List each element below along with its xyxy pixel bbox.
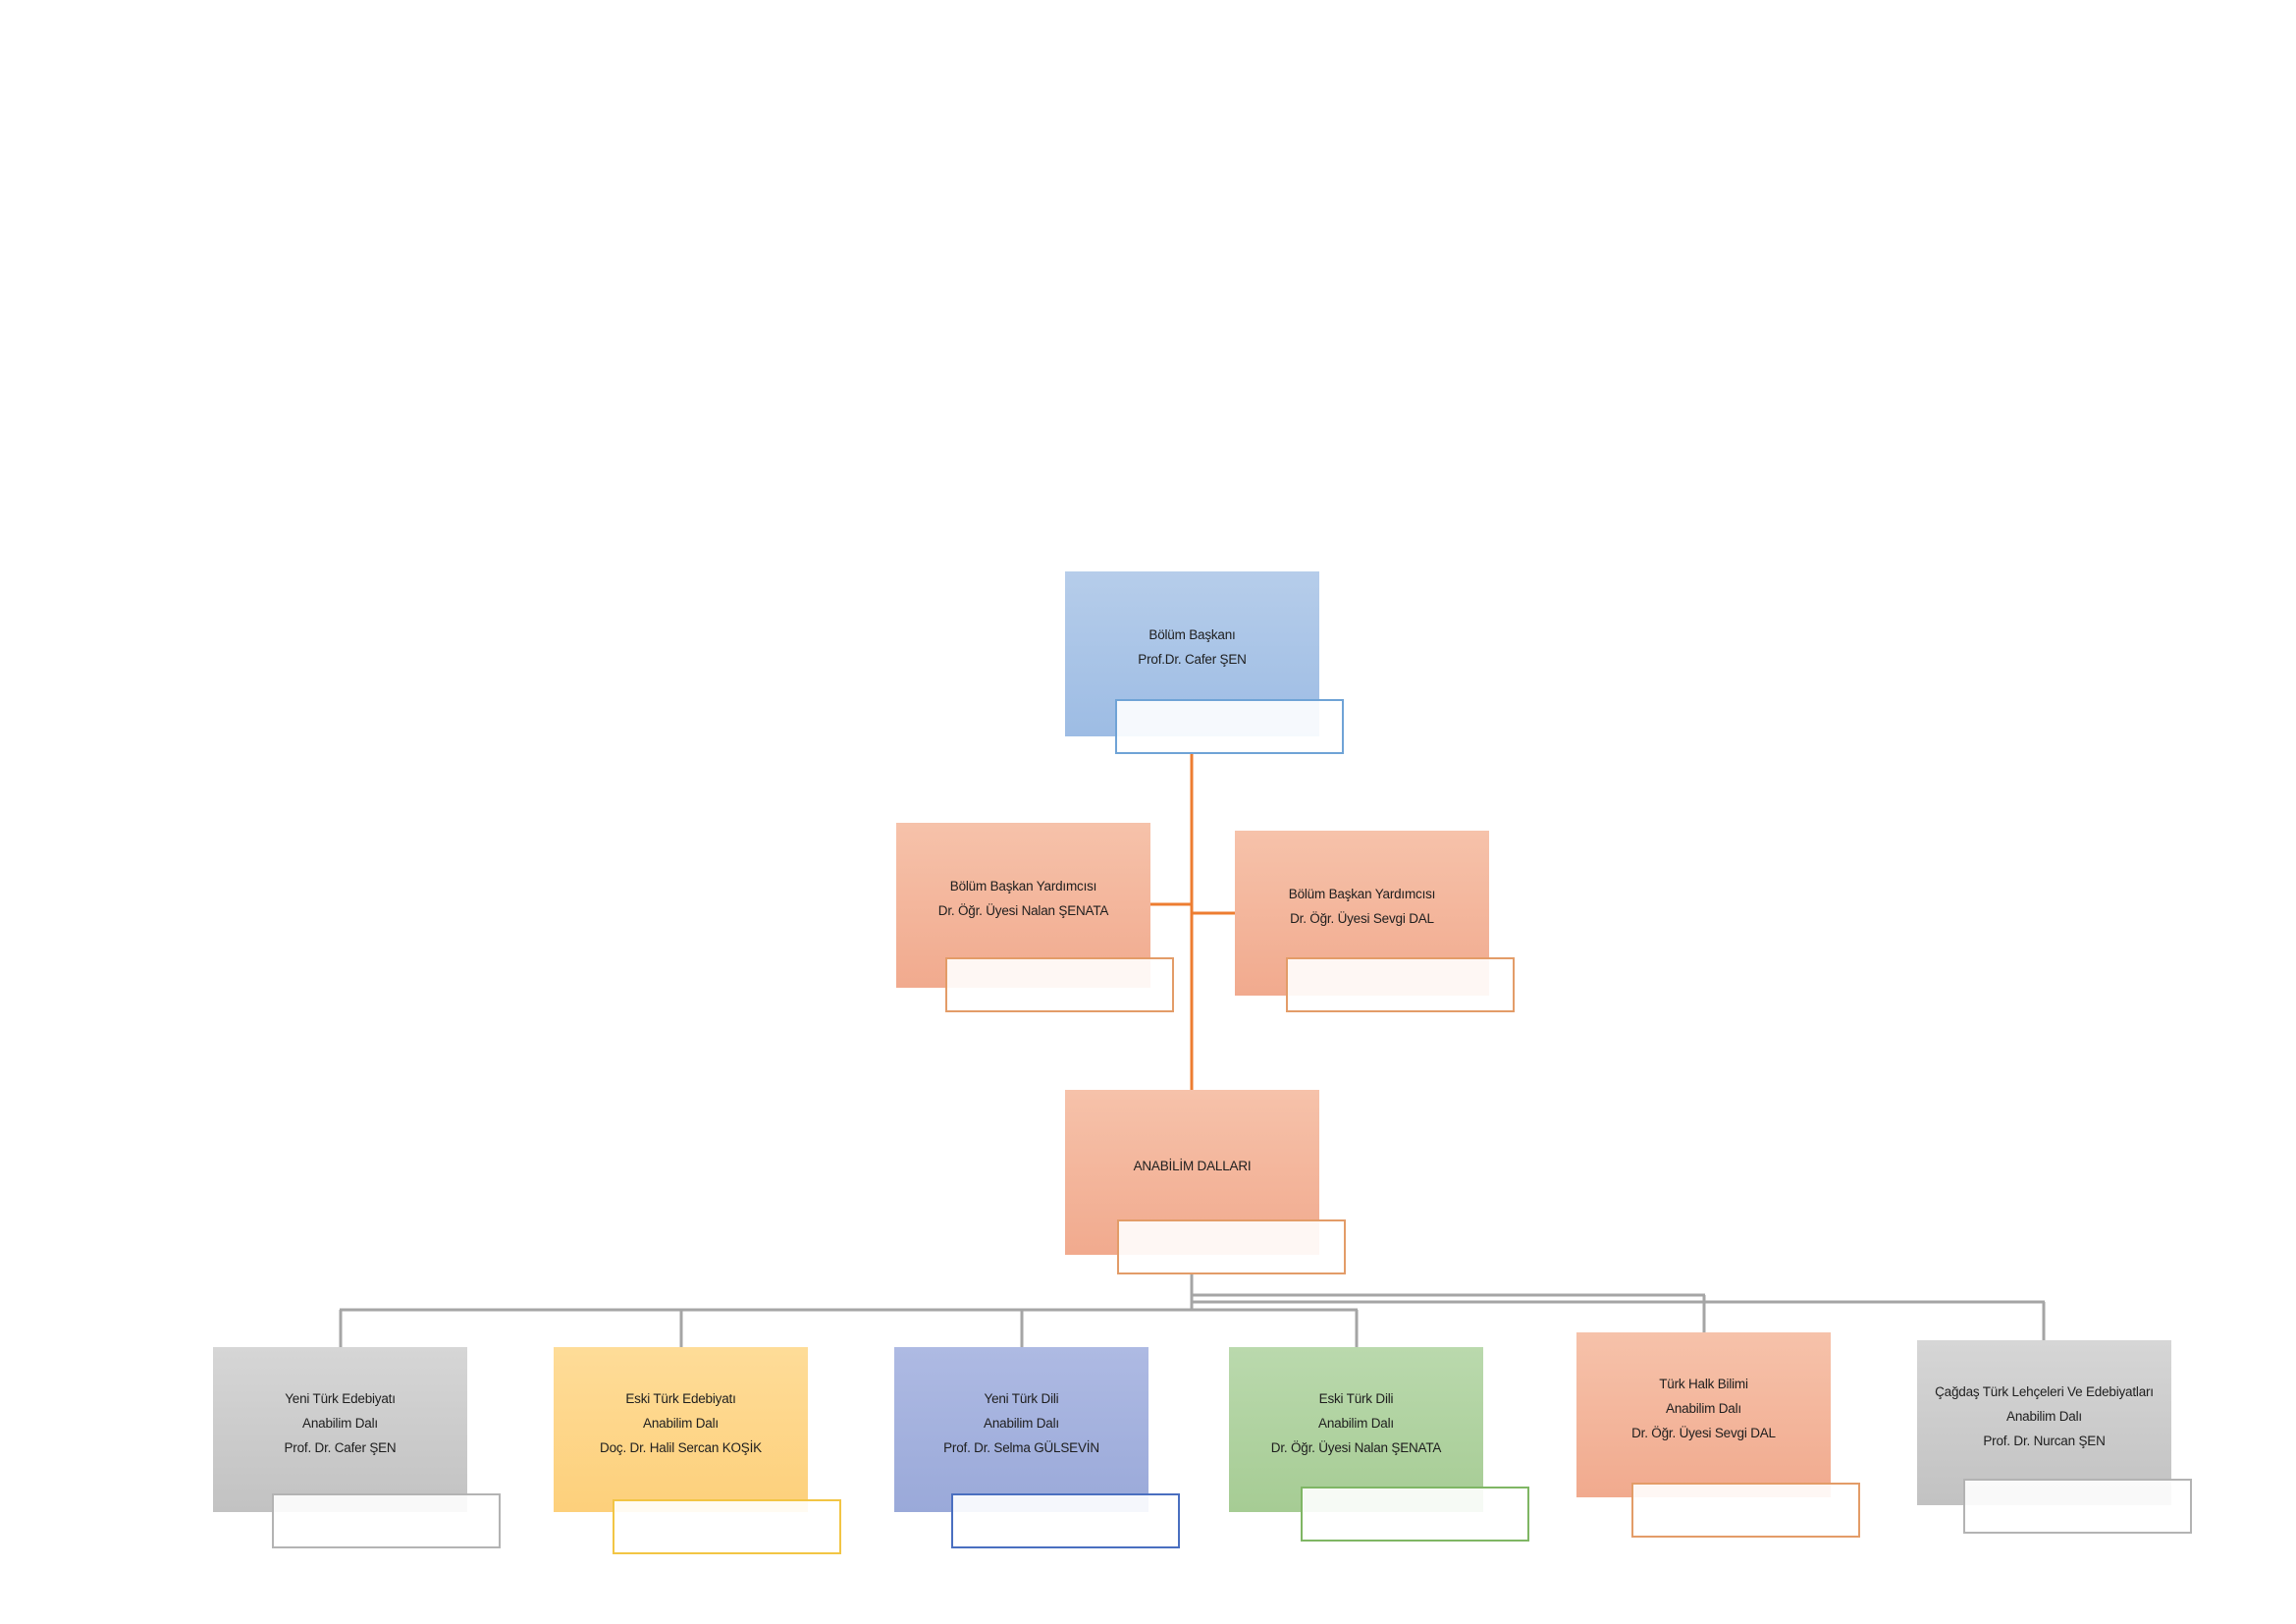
node-person: Prof. Dr. Cafer ŞEN (284, 1439, 397, 1455)
org-node-dept-yeni-turk-edebiyati-label-box (272, 1493, 501, 1548)
org-node-deputy-right-label-box (1286, 957, 1515, 1012)
node-subtitle: Anabilim Dalı (1666, 1400, 1741, 1416)
org-node-departments-header-label-box (1117, 1219, 1346, 1274)
org-node-dept-eski-turk-edebiyati-label-box (613, 1499, 841, 1554)
org-node-dept-cagdas-turk-lehceleri: Çağdaş Türk Lehçeleri Ve Edebiyatları An… (1917, 1340, 2171, 1505)
node-subtitle: Anabilim Dalı (2006, 1408, 2082, 1424)
node-subtitle: Anabilim Dalı (984, 1415, 1059, 1431)
org-node-dept-eski-turk-dili-label-box (1301, 1487, 1529, 1542)
node-person: Dr. Öğr. Üyesi Nalan ŞENATA (937, 903, 1109, 918)
org-node-head-label-box (1115, 699, 1344, 754)
node-title: Yeni Türk Edebiyatı (285, 1390, 396, 1406)
node-person: Doç. Dr. Halil Sercan KOŞİK (600, 1439, 762, 1455)
node-person: Prof. Dr. Nurcan ŞEN (1983, 1433, 2106, 1448)
org-node-dept-eski-turk-edebiyati: Eski Türk Edebiyatı Anabilim Dalı Doç. D… (554, 1347, 808, 1512)
node-person: Dr. Öğr. Üyesi Sevgi DAL (1631, 1425, 1776, 1440)
node-subtitle: Anabilim Dalı (302, 1415, 378, 1431)
node-person: Dr. Öğr. Üyesi Sevgi DAL (1290, 911, 1434, 926)
node-title: Eski Türk Edebiyatı (625, 1390, 736, 1406)
node-title: Eski Türk Dili (1318, 1390, 1394, 1406)
node-title: Bölüm Başkan Yardımcısı (1288, 887, 1436, 901)
node-title: ANABİLİM DALLARI (1133, 1158, 1252, 1173)
org-node-dept-yeni-turk-edebiyati: Yeni Türk Edebiyatı Anabilim Dalı Prof. … (213, 1347, 467, 1512)
org-node-dept-turk-halk-bilimi-label-box (1631, 1483, 1860, 1538)
node-title: Türk Halk Bilimi (1659, 1376, 1748, 1391)
org-node-dept-turk-halk-bilimi: Türk Halk Bilimi Anabilim Dalı Dr. Öğr. … (1576, 1332, 1831, 1497)
org-node-dept-yeni-turk-dili: Yeni Türk Dili Anabilim Dalı Prof. Dr. S… (894, 1347, 1148, 1512)
node-person: Prof. Dr. Selma GÜLSEVİN (943, 1439, 1099, 1455)
org-node-deputy-left-label-box (945, 957, 1174, 1012)
node-title: Bölüm Başkanı (1148, 627, 1236, 642)
node-title: Çağdaş Türk Lehçeleri Ve Edebiyatları (1935, 1383, 2154, 1399)
org-node-dept-eski-turk-dili: Eski Türk Dili Anabilim Dalı Dr. Öğr. Üy… (1229, 1347, 1483, 1512)
org-node-dept-yeni-turk-dili-label-box (951, 1493, 1180, 1548)
node-subtitle: Anabilim Dalı (643, 1415, 719, 1431)
node-title: Yeni Türk Dili (984, 1390, 1059, 1406)
node-title: Bölüm Başkan Yardımcısı (949, 879, 1097, 893)
node-subtitle: Anabilim Dalı (1318, 1415, 1394, 1431)
node-person: Dr. Öğr. Üyesi Nalan ŞENATA (1270, 1439, 1442, 1455)
org-node-dept-cagdas-turk-lehceleri-label-box (1963, 1479, 2192, 1534)
node-person: Prof.Dr. Cafer ŞEN (1138, 652, 1247, 667)
